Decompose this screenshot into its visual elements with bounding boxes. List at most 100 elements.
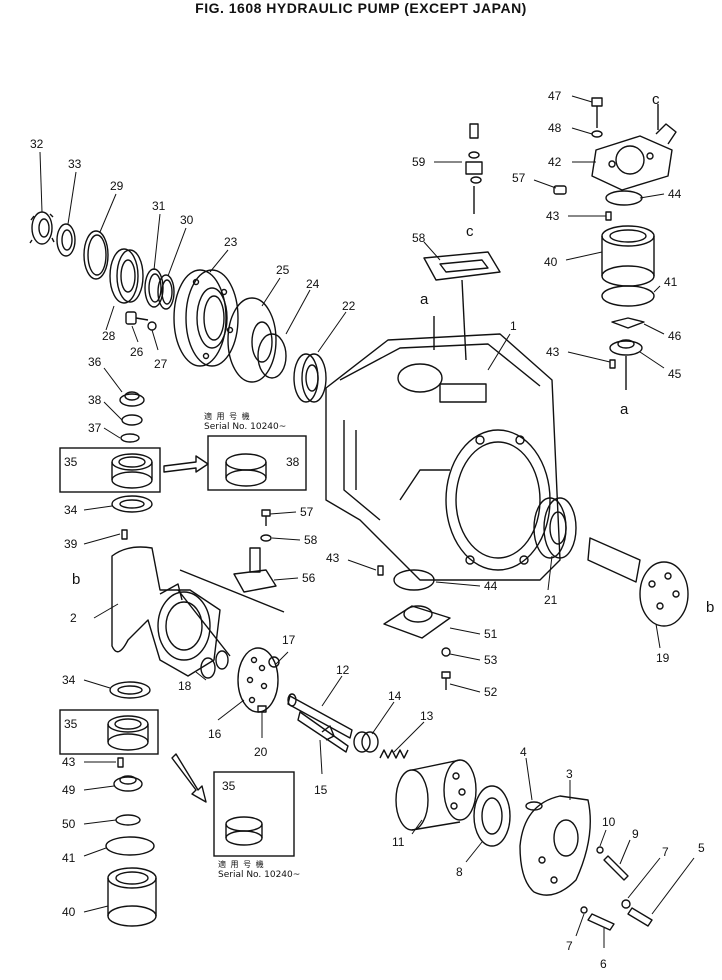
- part-8-swash: [473, 785, 511, 847]
- part-10-washer: [596, 846, 604, 854]
- part-30-ring: [157, 274, 175, 310]
- callout-16: 16: [208, 727, 222, 741]
- callout-19: 19: [656, 651, 670, 665]
- callout-18: 18: [178, 679, 192, 693]
- callout-10: 10: [602, 815, 616, 829]
- part-34-seal-lower: [109, 681, 151, 699]
- callout-13: 13: [420, 709, 434, 723]
- callout-44: 44: [484, 579, 498, 593]
- part-38-cup: [225, 453, 267, 487]
- arrow-upper: [163, 455, 209, 473]
- part-50-plate: [115, 814, 141, 826]
- callout-35b: 35: [64, 717, 78, 731]
- part-43-pin-mid: [377, 565, 384, 576]
- callout-8: 8: [456, 865, 463, 879]
- part-44-oring-mid: [393, 569, 435, 591]
- part-37-oring: [120, 433, 140, 443]
- part-40-piston-lower: [107, 867, 157, 927]
- part-15-guide: [297, 711, 349, 753]
- callout-33: 33: [68, 157, 82, 171]
- detail-box-lower-left: [59, 709, 159, 755]
- callout-28: 28: [102, 329, 116, 343]
- part-35-bearing-alt: [225, 816, 263, 846]
- callout-20: 20: [254, 745, 268, 759]
- part-7-washer-b: [580, 906, 588, 914]
- serial-note-lower: 適 用 号 機 Serial No. 10240~: [218, 860, 301, 880]
- callout-41b: 41: [664, 275, 678, 289]
- part-36-cap: [119, 391, 145, 407]
- callout-42: 42: [548, 155, 562, 169]
- part-24-oring: [257, 333, 287, 379]
- part-21-bearing: [533, 497, 577, 559]
- callout-26: 26: [130, 345, 144, 359]
- part-57-plug: [553, 185, 567, 195]
- callout-14: 14: [388, 689, 402, 703]
- callout-53: 53: [484, 653, 498, 667]
- callout-50: 50: [62, 817, 76, 831]
- detail-box-lower-right: [213, 771, 295, 857]
- part-17-pin: [268, 656, 280, 668]
- part-46-plate: [611, 317, 645, 329]
- callout-30: 30: [180, 213, 194, 227]
- part-41-oring-lower: [105, 836, 155, 856]
- callout-58b: 58: [412, 231, 426, 245]
- callout-6: 6: [600, 957, 607, 971]
- part-33-lockwasher: [56, 223, 76, 257]
- part-6-bolt: [587, 913, 615, 931]
- part-47-bolt: [591, 97, 603, 128]
- part-51-block: [383, 605, 451, 639]
- callout-25: 25: [276, 263, 290, 277]
- callout-a1: a: [420, 291, 429, 308]
- part-53-washer: [441, 647, 451, 657]
- part-32-nut: [29, 211, 55, 245]
- callout-43b: 43: [326, 551, 340, 565]
- callout-57b: 57: [512, 171, 526, 185]
- callout-23: 23: [224, 235, 238, 249]
- callout-44b: 44: [668, 187, 682, 201]
- part-39-pin: [121, 529, 128, 540]
- part-12-shaft: [287, 693, 353, 739]
- callout-7: 7: [662, 845, 669, 859]
- callout-27: 27: [154, 357, 168, 371]
- callout-59: 59: [412, 155, 426, 169]
- callout-52: 52: [484, 685, 498, 699]
- part-58-gasket: [423, 251, 501, 281]
- part-41-oring-top: [601, 285, 655, 307]
- callout-7b: 7: [566, 939, 573, 953]
- detail-box-upper-left: [59, 447, 161, 493]
- callout-17: 17: [282, 633, 296, 647]
- part-18-washer: [200, 650, 229, 679]
- callout-41: 41: [62, 851, 76, 865]
- callout-29: 29: [110, 179, 124, 193]
- part-35-bearing-upper: [111, 453, 153, 489]
- part-44-oring-top: [605, 190, 643, 206]
- callout-58: 58: [304, 533, 318, 547]
- part-43-pin-top: [605, 211, 612, 221]
- part-9-bolt: [603, 855, 629, 881]
- part-49-seat: [113, 775, 143, 792]
- callout-38: 38: [88, 393, 102, 407]
- callout-11: 11: [392, 835, 405, 849]
- part-3-cover: [519, 795, 591, 896]
- figure-title: FIG. 1608 HYDRAULIC PUMP (EXCEPT JAPAN): [195, 0, 527, 16]
- callout-c2: c: [652, 91, 660, 108]
- part-45-seat: [609, 339, 643, 356]
- callout-b2: b: [706, 599, 714, 616]
- part-11-cylinder: [395, 759, 477, 831]
- part-35-bearing-lower: [107, 715, 149, 751]
- part-13-spring: [379, 749, 409, 759]
- part-1-housing: [325, 333, 561, 581]
- serial-note-upper: 適 用 号 機 Serial No. 10240~: [204, 412, 287, 432]
- part-34-seal: [111, 495, 153, 513]
- part-14-collar: [353, 731, 379, 753]
- part-5-bolt: [627, 907, 653, 927]
- callout-43d: 43: [546, 345, 560, 359]
- callout-3: 3: [566, 767, 573, 781]
- callout-21: 21: [544, 593, 558, 607]
- callout-15: 15: [314, 783, 328, 797]
- callout-2: 2: [70, 611, 77, 625]
- callout-51: 51: [484, 627, 498, 641]
- part-56-plate: [233, 547, 277, 593]
- part-43-pin: [609, 359, 616, 369]
- part-42-cover: [591, 123, 677, 191]
